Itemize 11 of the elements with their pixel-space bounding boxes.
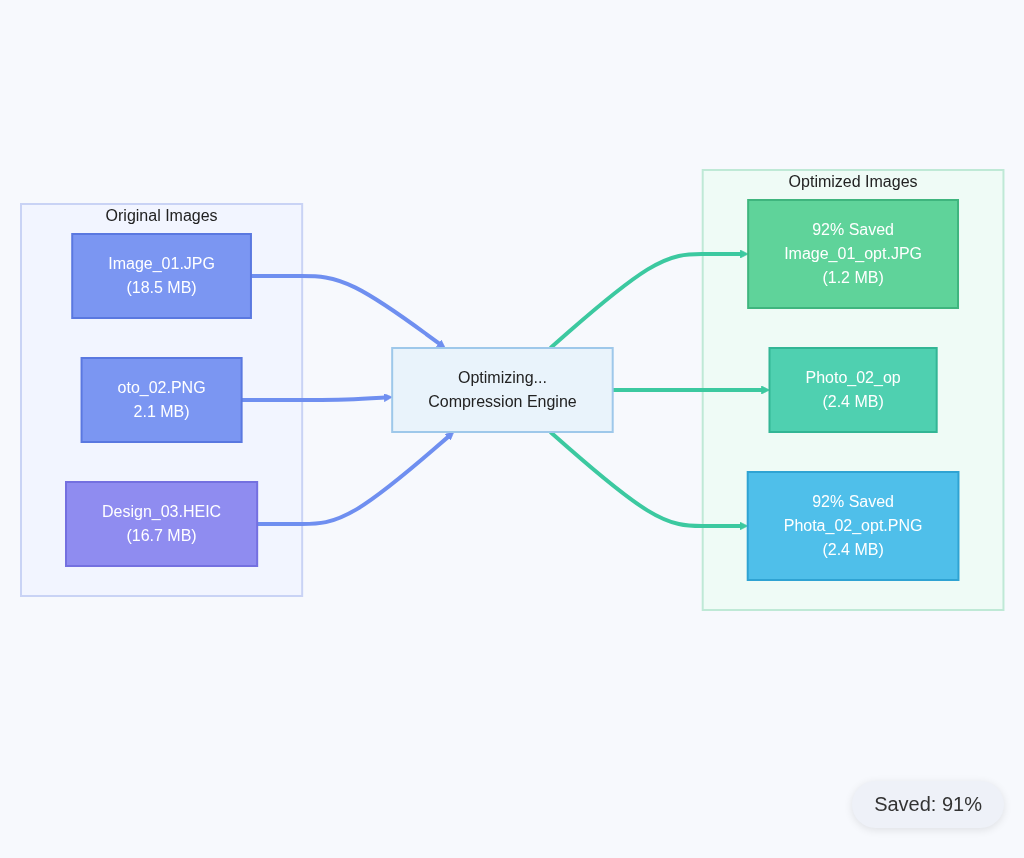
node-box: Design_03.HEIC (16.7 MB)	[64, 481, 258, 567]
arrow	[250, 274, 446, 349]
node-box: Optimizing... Compression Engine	[390, 347, 614, 433]
node-box: Image_01.JPG (18.5 MB)	[71, 233, 252, 319]
node-box: 92% Saved Phota_02_opt.PNG (2.4 MB)	[746, 471, 960, 581]
arrow	[256, 431, 454, 526]
node-box: oto_02.PNG 2.1 MB)	[80, 357, 243, 443]
arrow	[612, 385, 770, 395]
node-box: Photo_02_op (2.4 MB)	[768, 347, 938, 433]
node-box: 92% Saved Image_01_opt.JPG (1.2 MB)	[746, 199, 959, 309]
savings-label: Saved: 91%	[852, 781, 1004, 828]
